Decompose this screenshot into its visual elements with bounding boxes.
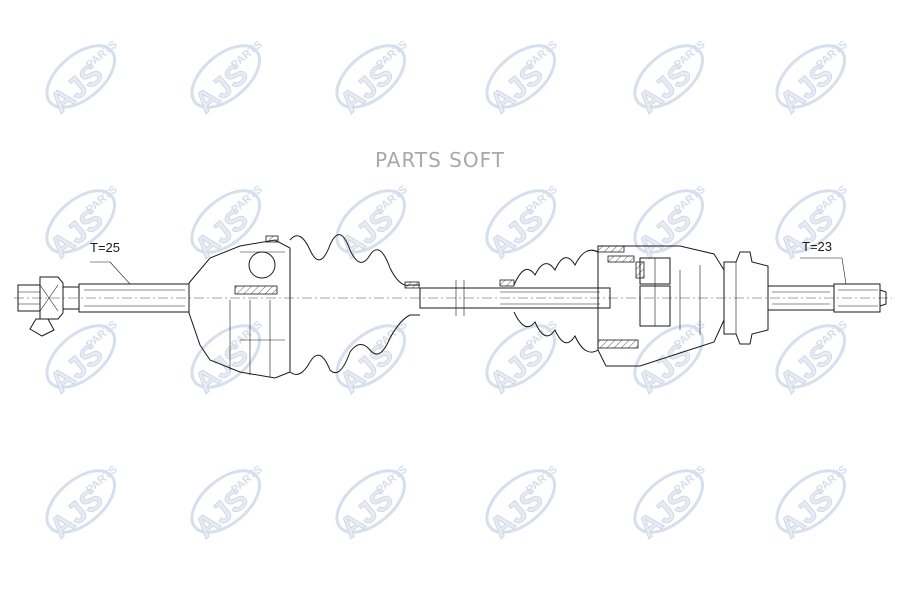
svg-text:AJS: AJS xyxy=(774,57,840,120)
svg-text:AJS: AJS xyxy=(632,202,698,265)
right-spline-label: T=23 xyxy=(802,239,832,254)
svg-text:AJS: AJS xyxy=(334,482,400,545)
svg-text:AJS: AJS xyxy=(774,202,840,265)
inner-cv-joint xyxy=(597,245,725,367)
svg-text:AJS: AJS xyxy=(484,337,550,400)
left-boot xyxy=(289,234,420,375)
svg-text:AJS: AJS xyxy=(334,57,400,120)
svg-text:AJS: AJS xyxy=(774,482,840,545)
svg-text:AJS: AJS xyxy=(189,202,255,265)
svg-text:AJS: AJS xyxy=(774,337,840,400)
left-outboard-spline xyxy=(78,261,190,313)
svg-text:AJS: AJS xyxy=(44,57,110,120)
svg-text:AJS: AJS xyxy=(484,202,550,265)
svg-text:AJS: AJS xyxy=(632,57,698,120)
drive-shaft: T=25 xyxy=(14,234,892,379)
svg-text:AJS: AJS xyxy=(44,482,110,545)
svg-text:AJS: AJS xyxy=(44,337,110,400)
svg-text:AJS: AJS xyxy=(632,337,698,400)
svg-text:AJS: AJS xyxy=(632,482,698,545)
right-boot xyxy=(499,249,599,353)
left-spline-label: T=25 xyxy=(90,240,120,255)
outer-cv-joint xyxy=(188,235,291,379)
svg-text:AJS: AJS xyxy=(189,482,255,545)
watermark-layer: AJSPARTSAJSPARTSAJSPARTSAJSPARTSAJSPARTS… xyxy=(43,38,850,545)
brand-text: PARTS SOFT xyxy=(375,148,505,172)
svg-text:AJS: AJS xyxy=(189,57,255,120)
svg-text:AJS: AJS xyxy=(189,337,255,400)
svg-text:AJS: AJS xyxy=(44,202,110,265)
svg-text:AJS: AJS xyxy=(334,202,400,265)
left-spline-tip xyxy=(17,276,80,337)
svg-text:AJS: AJS xyxy=(484,57,550,120)
svg-text:AJS: AJS xyxy=(484,482,550,545)
